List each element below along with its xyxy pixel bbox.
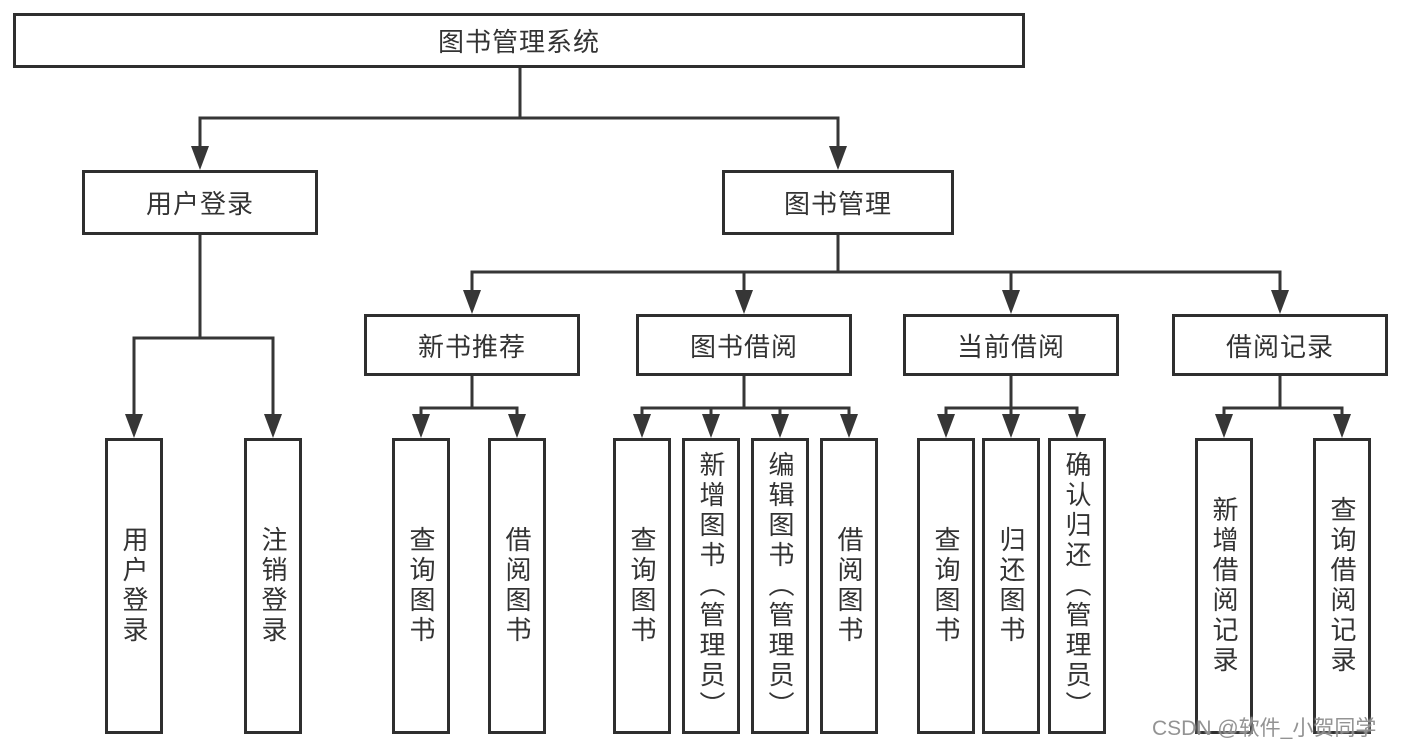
node-user-login-label: 用户登录 bbox=[145, 189, 254, 219]
arrowhead-icon bbox=[1002, 290, 1020, 314]
leaf-current-confirm-return-admin-label: 确认归还（管理员） bbox=[1062, 451, 1092, 721]
arrowhead-icon bbox=[125, 414, 143, 438]
arrowhead-icon bbox=[412, 414, 430, 438]
leaf-records-query-record-label: 查询借阅记录 bbox=[1327, 496, 1357, 676]
connector-borrow-records-to-leaves bbox=[1215, 376, 1351, 438]
node-new-book-recommendation: 新书推荐 bbox=[364, 314, 580, 376]
leaf-borrow-edit-books-admin: 编辑图书（管理员） bbox=[751, 438, 809, 734]
arrowhead-icon bbox=[264, 414, 282, 438]
watermark: CSDN @软件_小贺同学 bbox=[1152, 717, 1377, 740]
leaf-current-return-books-label: 归还图书 bbox=[996, 526, 1026, 646]
leaf-borrow-borrow-books: 借阅图书 bbox=[820, 438, 878, 734]
arrowhead-icon bbox=[633, 414, 651, 438]
leaf-records-query-record: 查询借阅记录 bbox=[1313, 438, 1371, 734]
leaf-logout: 注销登录 bbox=[244, 438, 302, 734]
leaf-user-login-label: 用户登录 bbox=[119, 526, 149, 646]
leaf-newbooks-query-books: 查询图书 bbox=[392, 438, 450, 734]
connector-user-login-to-leaves bbox=[125, 235, 282, 438]
node-root-label: 图书管理系统 bbox=[437, 27, 600, 57]
arrowhead-icon bbox=[735, 290, 753, 314]
leaf-current-query-books: 查询图书 bbox=[917, 438, 975, 734]
arrowhead-icon bbox=[508, 414, 526, 438]
arrowhead-icon bbox=[771, 414, 789, 438]
leaf-borrow-query-books-label: 查询图书 bbox=[627, 526, 657, 646]
arrowhead-icon bbox=[937, 414, 955, 438]
arrowhead-icon bbox=[463, 290, 481, 314]
leaf-current-query-books-label: 查询图书 bbox=[931, 526, 961, 646]
arrowhead-icon bbox=[840, 414, 858, 438]
arrowhead-icon bbox=[1333, 414, 1351, 438]
leaf-newbooks-query-books-label: 查询图书 bbox=[406, 526, 436, 646]
connector-root-to-level2 bbox=[191, 68, 847, 170]
node-root: 图书管理系统 bbox=[13, 13, 1025, 68]
leaf-records-add-record: 新增借阅记录 bbox=[1195, 438, 1253, 734]
node-book-management-label: 图书管理 bbox=[783, 189, 892, 219]
leaf-borrow-add-books-admin-label: 新增图书（管理员） bbox=[696, 451, 726, 721]
leaf-current-return-books: 归还图书 bbox=[982, 438, 1040, 734]
connector-book-management-to-level3 bbox=[463, 235, 1289, 314]
leaf-borrow-edit-books-admin-label: 编辑图书（管理员） bbox=[765, 451, 795, 721]
leaf-borrow-add-books-admin: 新增图书（管理员） bbox=[682, 438, 740, 734]
leaf-user-login: 用户登录 bbox=[105, 438, 163, 734]
node-book-borrowing: 图书借阅 bbox=[636, 314, 852, 376]
node-current-borrowing: 当前借阅 bbox=[903, 314, 1119, 376]
arrowhead-icon bbox=[1215, 414, 1233, 438]
connector-current-borrow-to-leaves bbox=[937, 376, 1086, 438]
node-borrowing-records: 借阅记录 bbox=[1172, 314, 1388, 376]
leaf-newbooks-borrow-books: 借阅图书 bbox=[488, 438, 546, 734]
node-borrowing-records-label: 借阅记录 bbox=[1225, 331, 1334, 362]
node-current-borrowing-label: 当前借阅 bbox=[956, 331, 1065, 362]
arrowhead-icon bbox=[191, 146, 209, 170]
leaf-borrow-query-books: 查询图书 bbox=[613, 438, 671, 734]
connector-new-book-rec-to-leaves bbox=[412, 376, 526, 438]
leaf-newbooks-borrow-books-label: 借阅图书 bbox=[502, 526, 532, 646]
connector-book-borrow-to-leaves bbox=[633, 376, 858, 438]
node-user-login: 用户登录 bbox=[82, 170, 318, 235]
leaf-borrow-borrow-books-label: 借阅图书 bbox=[834, 526, 864, 646]
node-book-borrowing-label: 图书借阅 bbox=[689, 331, 798, 362]
leaf-logout-label: 注销登录 bbox=[258, 526, 288, 646]
arrowhead-icon bbox=[1068, 414, 1086, 438]
node-new-book-recommendation-label: 新书推荐 bbox=[417, 331, 526, 362]
leaf-current-confirm-return-admin: 确认归还（管理员） bbox=[1048, 438, 1106, 734]
leaf-records-add-record-label: 新增借阅记录 bbox=[1209, 496, 1239, 676]
arrowhead-icon bbox=[1002, 414, 1020, 438]
arrowhead-icon bbox=[702, 414, 720, 438]
arrowhead-icon bbox=[1271, 290, 1289, 314]
arrowhead-icon bbox=[829, 146, 847, 170]
node-book-management: 图书管理 bbox=[722, 170, 954, 235]
